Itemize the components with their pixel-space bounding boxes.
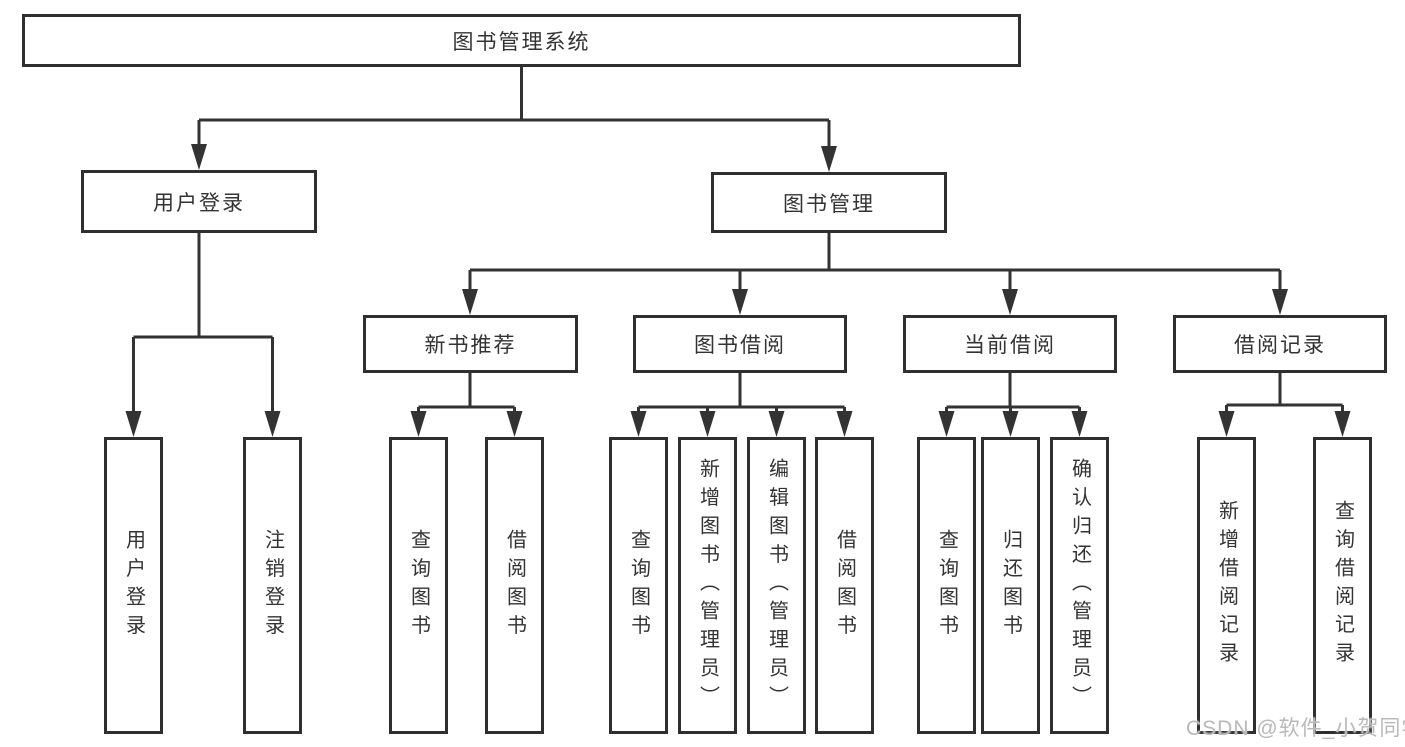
leaf-user-login: 用户登录 [104, 437, 163, 734]
leaf-query-book-1: 查询图书 [389, 437, 448, 734]
node-book-management: 图书管理 [711, 172, 947, 233]
node-root-label: 图书管理系统 [452, 30, 591, 54]
leaf-borrow-book-1-label: 借阅图书 [503, 528, 526, 643]
leaf-borrow-book-2: 借阅图书 [815, 437, 874, 734]
leaf-query-borrow-record: 查询借阅记录 [1313, 437, 1372, 734]
node-user-login-label: 用户登录 [153, 191, 245, 215]
leaf-add-book-admin: 新增图书（管理员） [678, 437, 737, 734]
leaf-return-book: 归还图书 [981, 437, 1040, 734]
leaf-add-borrow-record: 新增借阅记录 [1197, 437, 1256, 734]
node-root: 图书管理系统 [22, 14, 1021, 67]
node-book-borrow-label: 图书借阅 [694, 334, 786, 357]
leaf-edit-book-admin-label: 编辑图书（管理员） [765, 457, 788, 714]
leaf-user-login-label: 用户登录 [122, 528, 145, 643]
leaf-borrow-book-2-label: 借阅图书 [833, 528, 856, 643]
leaf-add-book-admin-label: 新增图书（管理员） [696, 457, 719, 714]
leaf-return-book-label: 归还图书 [999, 528, 1022, 643]
leaf-confirm-return-admin: 确认归还（管理员） [1050, 437, 1109, 734]
leaf-edit-book-admin: 编辑图书（管理员） [747, 437, 806, 734]
leaf-borrow-book-1: 借阅图书 [485, 437, 544, 734]
leaf-logout: 注销登录 [243, 437, 302, 734]
leaf-query-book-1-label: 查询图书 [407, 528, 430, 643]
leaf-query-book-2: 查询图书 [609, 437, 668, 734]
node-current-borrow: 当前借阅 [903, 315, 1117, 373]
watermark: CSDN @软件_小贺同学 [1186, 717, 1405, 740]
leaf-logout-label: 注销登录 [261, 528, 284, 643]
node-current-borrow-label: 当前借阅 [964, 334, 1056, 357]
node-book-borrow: 图书借阅 [633, 315, 847, 373]
leaf-add-borrow-record-label: 新增借阅记录 [1215, 500, 1238, 671]
leaf-query-book-2-label: 查询图书 [627, 528, 650, 643]
node-borrow-records: 借阅记录 [1173, 315, 1387, 373]
node-new-book-recommend: 新书推荐 [363, 315, 578, 373]
node-user-login: 用户登录 [81, 170, 317, 233]
leaf-query-borrow-record-label: 查询借阅记录 [1331, 500, 1354, 671]
leaf-query-book-3-label: 查询图书 [935, 528, 958, 643]
node-book-management-label: 图书管理 [783, 192, 875, 216]
node-borrow-records-label: 借阅记录 [1234, 334, 1326, 357]
node-new-book-recommend-label: 新书推荐 [424, 334, 517, 357]
leaf-confirm-return-admin-label: 确认归还（管理员） [1068, 457, 1091, 714]
leaf-query-book-3: 查询图书 [917, 437, 976, 734]
